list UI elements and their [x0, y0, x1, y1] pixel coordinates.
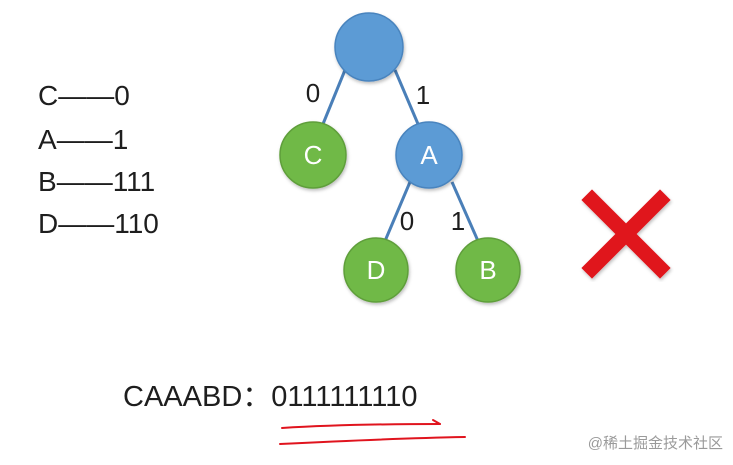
edge-label-a-b: 1 — [451, 206, 465, 236]
node-d-label: D — [367, 255, 386, 285]
edge-a-b — [450, 181, 480, 242]
edge-label-a-d: 0 — [400, 206, 414, 236]
node-b: B — [455, 237, 521, 303]
code-row-b: B——111 — [38, 166, 155, 198]
node-b-label: B — [479, 255, 496, 285]
encoded-string: CAAABD：0111111110 — [123, 380, 417, 414]
node-a: A — [395, 121, 463, 189]
code-value: 0 — [114, 80, 130, 111]
code-value: 111 — [112, 166, 156, 197]
code-row-a: A——1 — [38, 124, 128, 156]
node-a-label: A — [420, 140, 438, 170]
edge-root-a — [393, 69, 420, 125]
code-dash: —— — [58, 208, 115, 239]
code-row-d: D——110 — [38, 208, 159, 240]
code-symbol: D — [38, 208, 59, 239]
edge-a-d — [383, 181, 412, 242]
edge-root-c — [321, 69, 347, 125]
red-cross-icon — [581, 189, 671, 279]
code-value: 1 — [112, 124, 129, 155]
node-d: D — [343, 237, 409, 303]
handwritten-underline — [279, 419, 466, 445]
node-c: C — [279, 121, 347, 189]
code-row-c: C——0 — [38, 80, 130, 112]
code-symbol: A — [38, 124, 57, 155]
encoded-value: 0111111110 — [271, 381, 418, 413]
code-symbol: C — [38, 80, 59, 111]
code-value: 110 — [114, 208, 159, 239]
code-dash: —— — [58, 80, 115, 111]
edge-label-root-c: 0 — [306, 78, 320, 108]
code-dash: —— — [56, 124, 113, 155]
code-symbol: B — [38, 166, 57, 197]
node-c-label: C — [304, 140, 323, 170]
code-dash: —— — [56, 166, 113, 197]
encoded-label: CAAABD： — [123, 381, 272, 413]
edge-label-root-a: 1 — [416, 80, 430, 110]
watermark: @稀土掘金技术社区 — [587, 435, 723, 452]
node-root — [334, 12, 404, 82]
